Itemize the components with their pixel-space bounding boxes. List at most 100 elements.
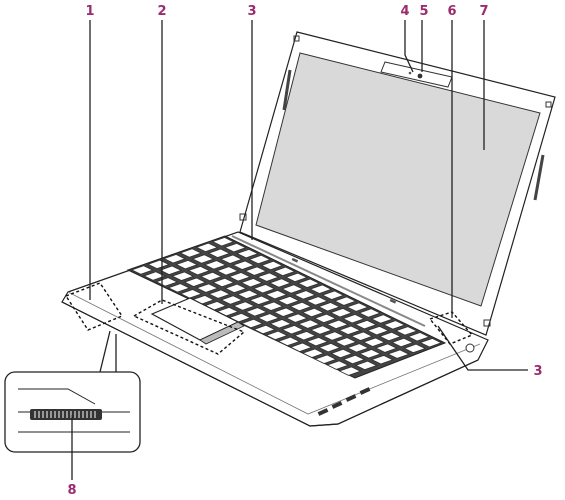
keyboard-key	[260, 260, 284, 271]
keyboard-key	[272, 307, 297, 317]
callout-3-right: 3	[533, 364, 542, 379]
keyboard-key	[338, 366, 362, 376]
keyboard-key	[325, 319, 350, 330]
keyboard-key	[175, 259, 199, 270]
keyboard-key	[330, 348, 354, 359]
keyboard-key	[223, 242, 247, 253]
keyboard-key	[382, 320, 406, 330]
keyboard-key	[203, 260, 227, 270]
callout-4: 4	[400, 4, 409, 19]
keyboard-key	[240, 277, 264, 288]
keyboard-key	[334, 337, 358, 347]
display-lid	[239, 31, 556, 336]
keyboard-key	[284, 272, 309, 283]
keyboard-key	[309, 325, 333, 335]
keyboard-key	[341, 313, 366, 324]
keyboard-key	[354, 360, 378, 371]
keyboard-key	[296, 278, 321, 289]
status-indicator	[291, 257, 299, 263]
card-slot	[30, 409, 102, 420]
keyboard-key	[195, 242, 219, 253]
keyboard-key	[264, 289, 288, 300]
webcam-lens	[417, 73, 423, 79]
keyboard-key	[390, 337, 415, 348]
keyboard-key	[326, 360, 350, 370]
keyboard-key	[370, 314, 394, 324]
keyboard-key	[158, 265, 183, 276]
hinge-mark-left	[239, 213, 247, 221]
leader-3b	[437, 325, 528, 371]
keyboard-key	[232, 301, 256, 311]
keyboard-key	[146, 259, 171, 270]
keyboard-key	[211, 277, 236, 288]
keyboard-key	[329, 307, 353, 318]
callout-8: 8	[67, 483, 76, 498]
keyboard-key	[130, 265, 154, 275]
keyboard-key	[317, 342, 342, 353]
keyboard-key	[252, 324, 277, 335]
keyboard-key	[244, 266, 268, 276]
touchpad	[150, 297, 245, 345]
leader-4	[404, 20, 414, 73]
keyboard-key	[240, 318, 264, 329]
keyboard-key	[187, 265, 211, 276]
keyboard-key	[289, 342, 313, 353]
callout-1: 1	[85, 4, 94, 19]
keyboard-key	[317, 302, 341, 312]
keyboard-key	[191, 254, 215, 264]
keyboard-key	[293, 330, 317, 341]
keyboard-key	[305, 336, 329, 347]
keyboard-key	[171, 271, 195, 281]
hinge-mark-right	[483, 319, 491, 327]
keyboard-key	[358, 308, 382, 318]
keyboard-key	[199, 271, 223, 282]
keyboard-key	[301, 348, 325, 358]
keyboard-key	[281, 324, 305, 335]
keyboard-key	[235, 248, 260, 259]
card-slot-inset	[4, 330, 141, 453]
keyboard-key	[321, 290, 345, 300]
keyboard-key	[333, 296, 357, 306]
keyboard-key	[207, 289, 232, 299]
keyboard-key	[350, 331, 374, 341]
antenna-right	[533, 154, 545, 201]
callout-2: 2	[157, 4, 166, 19]
lcd-screen	[255, 52, 541, 307]
speaker-strip	[231, 235, 426, 327]
keyboard-key	[309, 284, 333, 294]
keyboard-key	[280, 284, 305, 294]
keyboard-key	[276, 295, 301, 306]
keyboard-key	[252, 283, 276, 294]
power-button-highlight	[428, 311, 474, 345]
callout-6: 6	[447, 4, 456, 19]
side-ports	[317, 343, 475, 416]
callout-5: 5	[419, 4, 428, 19]
keyboard-key	[265, 330, 289, 341]
keyboard-key	[321, 331, 346, 341]
keyboard-key	[293, 290, 317, 300]
keyboard-key	[179, 248, 203, 258]
keyboard-key	[231, 260, 256, 270]
keyboard-key	[313, 313, 337, 324]
antenna-left	[282, 69, 292, 111]
keyboard-key	[220, 295, 244, 305]
keyboard-key	[394, 326, 419, 336]
keyboard-key	[378, 331, 402, 342]
keyboard-key	[268, 319, 293, 329]
keyboard-key	[227, 272, 252, 282]
keyboard-key	[366, 325, 390, 336]
keyboard-key	[211, 236, 235, 247]
keyboard-key	[345, 302, 370, 312]
keyboard-key	[162, 253, 187, 264]
keyboard-key	[248, 295, 272, 306]
keyboard-key	[297, 319, 321, 329]
keyboard-key	[277, 336, 301, 347]
keyboard-key	[207, 248, 231, 259]
keyboard-key	[256, 313, 281, 323]
keyboard-key	[219, 254, 243, 264]
keyboard-key	[374, 343, 398, 353]
keyboard-key	[354, 319, 378, 330]
keyboard-key	[248, 254, 272, 265]
keyboard-key	[268, 278, 292, 288]
